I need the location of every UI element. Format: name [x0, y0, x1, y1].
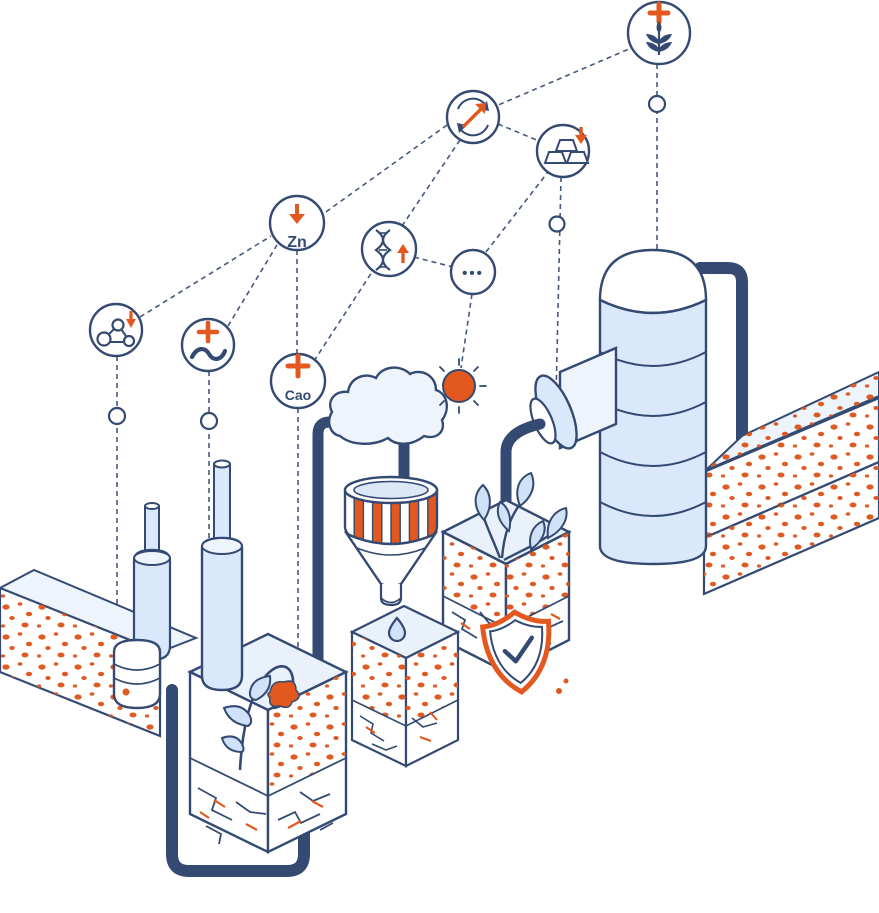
badge-cycle — [445, 89, 501, 145]
connector-dot — [107, 406, 127, 426]
badge-dna — [360, 220, 418, 278]
arrow-up-icon — [461, 103, 486, 129]
worm-icon — [189, 347, 228, 361]
connector-line — [139, 235, 272, 318]
arrow-down-icon — [126, 311, 136, 328]
plus-icon — [285, 353, 311, 379]
connector-line — [555, 176, 562, 399]
dry-soil-cracks — [197, 787, 334, 845]
badge-worm — [180, 317, 236, 373]
connector-line — [313, 271, 373, 362]
arrow-up-icon — [397, 244, 409, 263]
badge-cao: Cao — [269, 352, 327, 410]
wilted-plant-icon — [220, 665, 300, 771]
dna-icon — [374, 229, 392, 271]
zinc-label: Zn — [287, 234, 307, 251]
arrow-down-icon — [289, 204, 305, 224]
connector-dot — [548, 215, 566, 233]
flange-down-pipe — [500, 418, 546, 538]
connector-nodes — [107, 94, 667, 431]
plant-icon — [474, 471, 568, 562]
tank-body — [598, 298, 708, 566]
soil-seam-line — [189, 757, 347, 798]
right-soil-berm — [702, 370, 879, 596]
connector-network — [116, 45, 658, 652]
horizontal-pipe-assembly — [529, 346, 618, 450]
connector-line — [485, 171, 549, 253]
ground-loop-pipe — [166, 684, 310, 877]
storage-tank — [598, 248, 708, 566]
shield-check-icon — [479, 609, 552, 695]
water-drop-icon — [387, 616, 407, 643]
gold-bars-icon — [543, 139, 590, 164]
molecule-icon — [96, 318, 136, 348]
ellipsis-icon: ••• — [462, 265, 484, 282]
soil-cracks-orange — [365, 711, 438, 742]
tank-dome — [598, 248, 708, 315]
badge-ellipsis: ••• — [449, 248, 497, 296]
badge-circle — [449, 248, 497, 296]
dry-soil-cracks-orange — [199, 799, 324, 831]
funnel-icon — [343, 475, 439, 643]
connector-line — [401, 139, 461, 227]
factory-chimney-icon — [200, 459, 244, 692]
wilted-bloom — [267, 680, 300, 709]
connector-line — [497, 123, 540, 142]
tank-outlet-pipe — [694, 262, 748, 526]
soil-cracks — [359, 715, 438, 751]
badge-wheat — [626, 0, 692, 66]
connector-dot — [647, 94, 667, 114]
soil-dot — [556, 688, 562, 694]
plus-icon — [196, 320, 220, 344]
treated-soil-chunk — [349, 604, 461, 768]
factory-soil-block — [112, 459, 349, 854]
connector-line — [413, 256, 454, 268]
connector-line — [322, 124, 448, 215]
connector-line — [227, 244, 278, 327]
connector-line — [495, 45, 637, 107]
badge-gold — [535, 123, 591, 179]
cloud-icon — [328, 366, 448, 445]
drum-icon — [112, 638, 162, 710]
connector-line — [460, 293, 473, 369]
cao-label: Cao — [285, 387, 311, 403]
sun-icon — [439, 358, 487, 414]
small-chimney-icon — [132, 502, 172, 662]
arrow-down-icon — [575, 127, 587, 144]
soil-dot — [563, 678, 569, 684]
badge-zinc: Zn — [268, 194, 326, 252]
connector-dot — [199, 411, 219, 431]
soil-seam-line — [351, 699, 459, 727]
badge-molecule — [88, 302, 144, 358]
plus-icon — [647, 1, 671, 25]
wheat-icon — [646, 21, 672, 55]
